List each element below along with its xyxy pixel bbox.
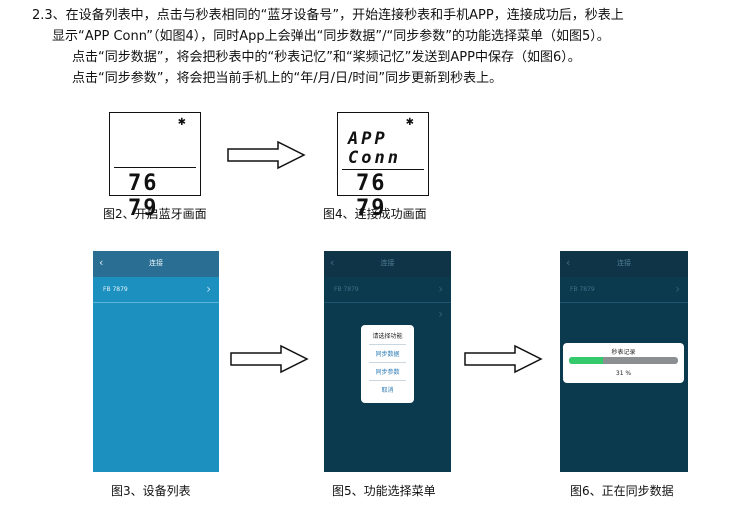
progress-track	[569, 357, 678, 364]
device-name: FB 7879	[103, 286, 128, 293]
chevron-right-icon: ›	[438, 282, 443, 296]
function-dialog: 请选择功能 同步数据 同步参数 取消	[361, 325, 414, 403]
phone-function-menu: ‹ 连接 FB 7879 › › 请选择功能 同步数据 同步参数 取消	[324, 251, 451, 472]
instruction-line-1: 2.3、在设备列表中，点击与秒表相同的“蓝牙设备号”，开始连接秒表和手机APP，…	[32, 8, 624, 23]
divider	[369, 362, 406, 363]
stopwatch-digits: 76 79	[356, 171, 387, 221]
bluetooth-icon: ✱	[405, 117, 414, 128]
chevron-left-icon[interactable]: ‹	[566, 256, 571, 269]
instruction-line-2: 显示“APP Conn”（如图4），同时App上会弹出“同步数据”/“同步参数”…	[52, 29, 610, 44]
progress-dialog: 秒表记录 31 %	[563, 343, 684, 383]
chevron-right-icon: ›	[675, 282, 680, 296]
chevron-right-icon: ›	[438, 307, 443, 321]
stopwatch-digits: 76 79	[128, 171, 159, 221]
display-text-app: APP	[348, 129, 388, 149]
list-item: ›	[324, 303, 451, 327]
right-arrow-icon	[227, 140, 306, 170]
device-row[interactable]: FB 7879 ›	[93, 278, 219, 303]
figure5-caption: 图5、功能选择菜单	[332, 484, 436, 498]
divider	[369, 344, 406, 345]
chevron-right-icon: ›	[206, 282, 211, 296]
instruction-line-4: 点击“同步参数”，将会把当前手机上的“年/月/日/时间”同步更新到秒表上。	[72, 71, 503, 86]
progress-fill	[569, 357, 603, 364]
sync-params-button[interactable]: 同步参数	[375, 369, 400, 376]
stopwatch-display-bluetooth: ✱ 76 79	[109, 112, 201, 221]
header-title: 连接	[617, 259, 631, 267]
dialog-title: 请选择功能	[372, 333, 403, 340]
app-header: ‹ 连接	[560, 251, 688, 277]
header-title: 连接	[380, 259, 395, 267]
right-arrow-icon	[464, 344, 543, 374]
right-arrow-icon	[230, 344, 309, 374]
figure3-caption: 图3、设备列表	[111, 484, 191, 498]
divider	[369, 380, 406, 381]
cancel-button[interactable]: 取消	[381, 387, 394, 394]
app-header: ‹ 连接	[93, 251, 219, 277]
progress-title: 秒表记录	[611, 349, 636, 356]
device-name: FB 7879	[334, 286, 359, 293]
bluetooth-icon: ✱	[177, 117, 186, 128]
figure6-caption: 图6、正在同步数据	[570, 484, 674, 498]
progress-percent: 31 %	[615, 370, 632, 377]
display-divider	[342, 169, 424, 170]
device-row[interactable]: FB 7879 ›	[560, 278, 688, 303]
stopwatch-display-connected: ✱ APP Conn 76 79	[337, 112, 429, 221]
figure2-caption: 图2、开启蓝牙画面	[103, 207, 207, 221]
chevron-left-icon[interactable]: ‹	[99, 256, 104, 269]
sync-data-button[interactable]: 同步数据	[375, 351, 400, 358]
app-header: ‹ 连接	[324, 251, 451, 277]
figure4-caption: 图4、连接成功画面	[323, 207, 427, 221]
chevron-left-icon[interactable]: ‹	[330, 256, 335, 269]
device-row[interactable]: FB 7879 ›	[324, 278, 451, 303]
device-name: FB 7879	[570, 286, 595, 293]
display-divider	[114, 167, 196, 168]
display-text-conn: Conn	[348, 148, 401, 168]
instruction-line-3: 点击“同步数据”，将会把秒表中的“秒表记忆”和“桨频记忆”发送到APP中保存（如…	[72, 50, 581, 65]
phone-device-list: ‹ 连接 FB 7879 ›	[93, 251, 219, 472]
phone-syncing: ‹ 连接 FB 7879 › 秒表记录 31 %	[560, 251, 688, 472]
header-title: 连接	[149, 259, 163, 267]
